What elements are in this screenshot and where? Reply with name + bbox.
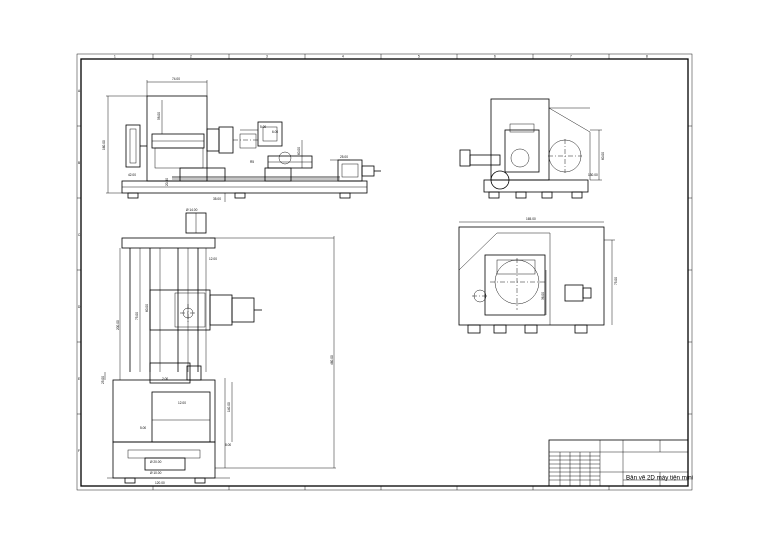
zone-label-top-4: 4	[342, 55, 344, 59]
dim-front-small-1: 5.00	[260, 125, 266, 129]
top-view-dimensions: 460.00 200.00 25.00 12.00 Ø 14.00 75.00 …	[101, 208, 334, 485]
dim-top-j: 5.00	[140, 426, 146, 430]
zone-label-top-1: 1	[114, 55, 116, 59]
dim-front-inner: 58.00	[157, 112, 161, 120]
dim-plan-mid: 36.00	[541, 292, 545, 300]
dim-top-d: Ø 14.00	[186, 208, 198, 212]
dim-front-small-6: 42.00	[128, 173, 136, 177]
dim-side-height: 60.00	[601, 152, 605, 160]
zone-label-top-7: 7	[570, 55, 572, 59]
dim-side-bottom: 130.00	[588, 173, 598, 177]
zone-label-top-8: 8	[646, 55, 648, 59]
front-view	[106, 80, 381, 202]
dim-top-total: 460.00	[330, 355, 334, 365]
plan-view	[458, 221, 615, 334]
zone-ticks	[77, 54, 692, 490]
dim-top-a: 200.00	[116, 320, 120, 330]
dim-top-m: 2.00	[162, 377, 168, 381]
plan-view-dimensions: 165.00 75.00 36.00	[526, 217, 618, 300]
zone-labels: 1 2 3 4 5 6 7 8 A B C D E F	[78, 55, 648, 454]
dim-front-small-5: 25.00	[340, 155, 348, 159]
zone-label-top-6: 6	[494, 55, 496, 59]
dim-front-small-7: 35.00	[213, 197, 221, 201]
dim-front-small-4: 60.00	[297, 147, 301, 155]
dim-front-small-8: 20.00	[165, 178, 169, 186]
dim-front-height: 160.00	[102, 140, 106, 150]
dim-front-top-width: 74.00	[172, 77, 180, 81]
dim-top-l: 120.00	[155, 481, 165, 485]
dim-plan-top-width: 165.00	[526, 217, 536, 221]
dim-top-i: 12.00	[178, 401, 186, 405]
side-view-dimensions: 60.00 130.00	[588, 152, 605, 177]
title-block: Bản vẽ 2D máy tiện mini	[548, 439, 693, 487]
top-view	[104, 212, 336, 484]
dim-front-small-2: 6.00	[272, 130, 278, 134]
dim-plan-right: 75.00	[614, 277, 618, 285]
dim-top-b: 25.00	[101, 376, 105, 384]
dim-top-e: 75.00	[135, 312, 139, 320]
dim-front-small-3: R5	[250, 160, 254, 164]
dim-top-f: 60.00	[145, 304, 149, 312]
dim-top-k: Ø 10.00	[150, 471, 162, 475]
zone-label-side-f: F	[78, 449, 80, 453]
dim-top-n: 8.00	[225, 443, 231, 447]
zone-label-top-5: 5	[418, 55, 420, 59]
drawing-title: Bản vẽ 2D máy tiện mini	[626, 475, 693, 482]
zone-label-side-c: C	[78, 233, 81, 237]
zone-label-top-3: 3	[266, 55, 268, 59]
dim-top-g: 140.00	[227, 402, 231, 412]
sheet-border	[76, 53, 693, 491]
zone-label-side-e: E	[78, 377, 80, 381]
side-view	[459, 98, 602, 199]
front-view-dimensions: 74.00 160.00 58.00 5.00 6.00 R5 60.00 25…	[102, 77, 348, 201]
dim-top-h: Ø 20.00	[150, 460, 162, 464]
zone-label-side-a: A	[78, 89, 81, 93]
zone-label-top-2: 2	[190, 55, 192, 59]
dim-top-c: 12.00	[209, 257, 217, 261]
zone-label-side-b: B	[78, 161, 80, 165]
zone-label-side-d: D	[78, 305, 81, 309]
